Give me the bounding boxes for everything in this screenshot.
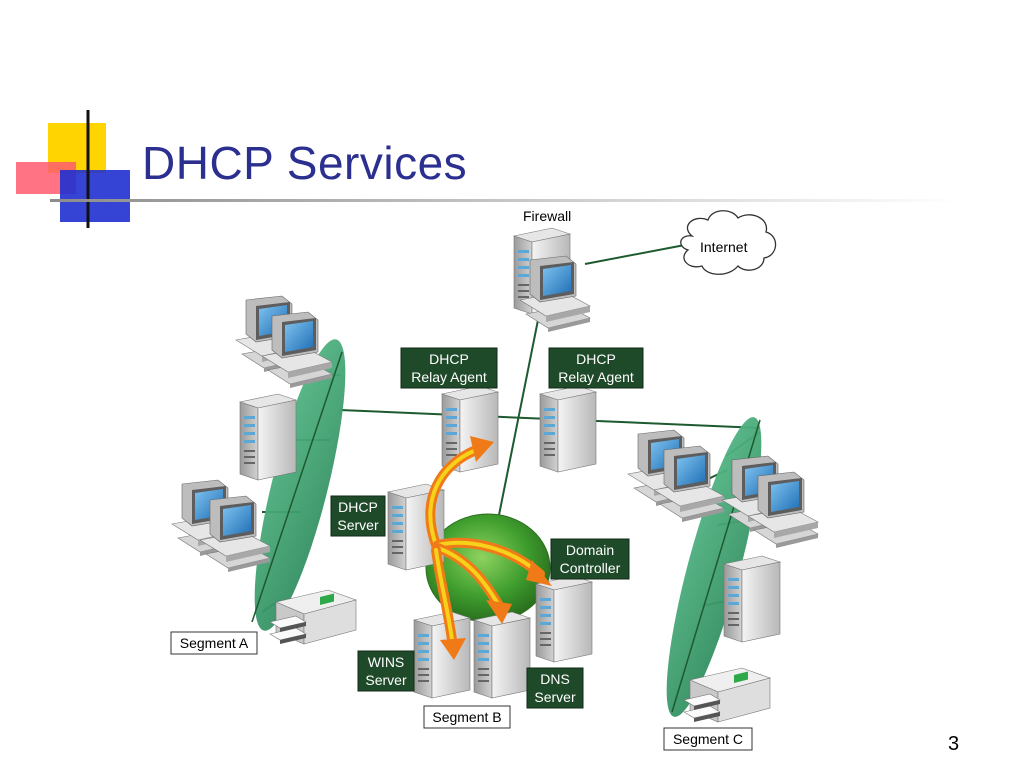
svg-text:Relay Agent: Relay Agent [558,369,634,385]
domain-controller-label: Domain Controller [550,538,630,580]
svg-text:DNS: DNS [540,671,570,687]
workstation-icon [747,471,819,549]
firewall-label: Firewall [523,208,571,224]
server-icon [723,555,781,643]
svg-text:Segment B: Segment B [432,709,501,725]
segment-c-label: Segment C [663,727,753,751]
firewall-workstation-icon [519,255,591,333]
workstation-icon [261,311,333,389]
wins-server-label: WINS Server [357,650,415,692]
relay-agent-server-icon [441,385,499,473]
dns-server-icon [473,611,531,699]
wins-server-icon [413,611,471,699]
svg-text:DHCP: DHCP [338,499,378,515]
dns-server-label: DNS Server [526,667,584,709]
svg-text:DHCP: DHCP [576,351,616,367]
svg-text:Server: Server [534,689,576,705]
slide-title: DHCP Services [142,137,468,189]
relay-agent-server-icon [539,385,597,473]
slide-decoration [16,110,960,228]
svg-text:Segment A: Segment A [180,635,249,651]
svg-text:Server: Server [365,672,407,688]
internet-cloud-icon: Internet [680,210,777,275]
svg-text:Segment C: Segment C [673,731,743,747]
relay-agent-right-label: DHCP Relay Agent [548,347,644,389]
domain-controller-icon [535,575,593,663]
svg-text:Controller: Controller [560,560,621,576]
dhcp-server-label: DHCP Server [330,495,386,537]
svg-text:Server: Server [337,517,379,533]
segment-a-label: Segment A [170,631,258,655]
relay-agent-left-label: DHCP Relay Agent [400,347,498,389]
server-icon [239,393,297,481]
svg-text:Relay Agent: Relay Agent [411,369,487,385]
dhcp-flow-arrows [425,436,552,660]
internet-label: Internet [700,239,748,255]
workstation-icon [199,495,271,573]
svg-text:DHCP: DHCP [429,351,469,367]
page-number: 3 [948,733,960,755]
svg-text:WINS: WINS [368,654,405,670]
svg-text:Domain: Domain [566,542,614,558]
segment-b-label: Segment B [423,705,511,729]
